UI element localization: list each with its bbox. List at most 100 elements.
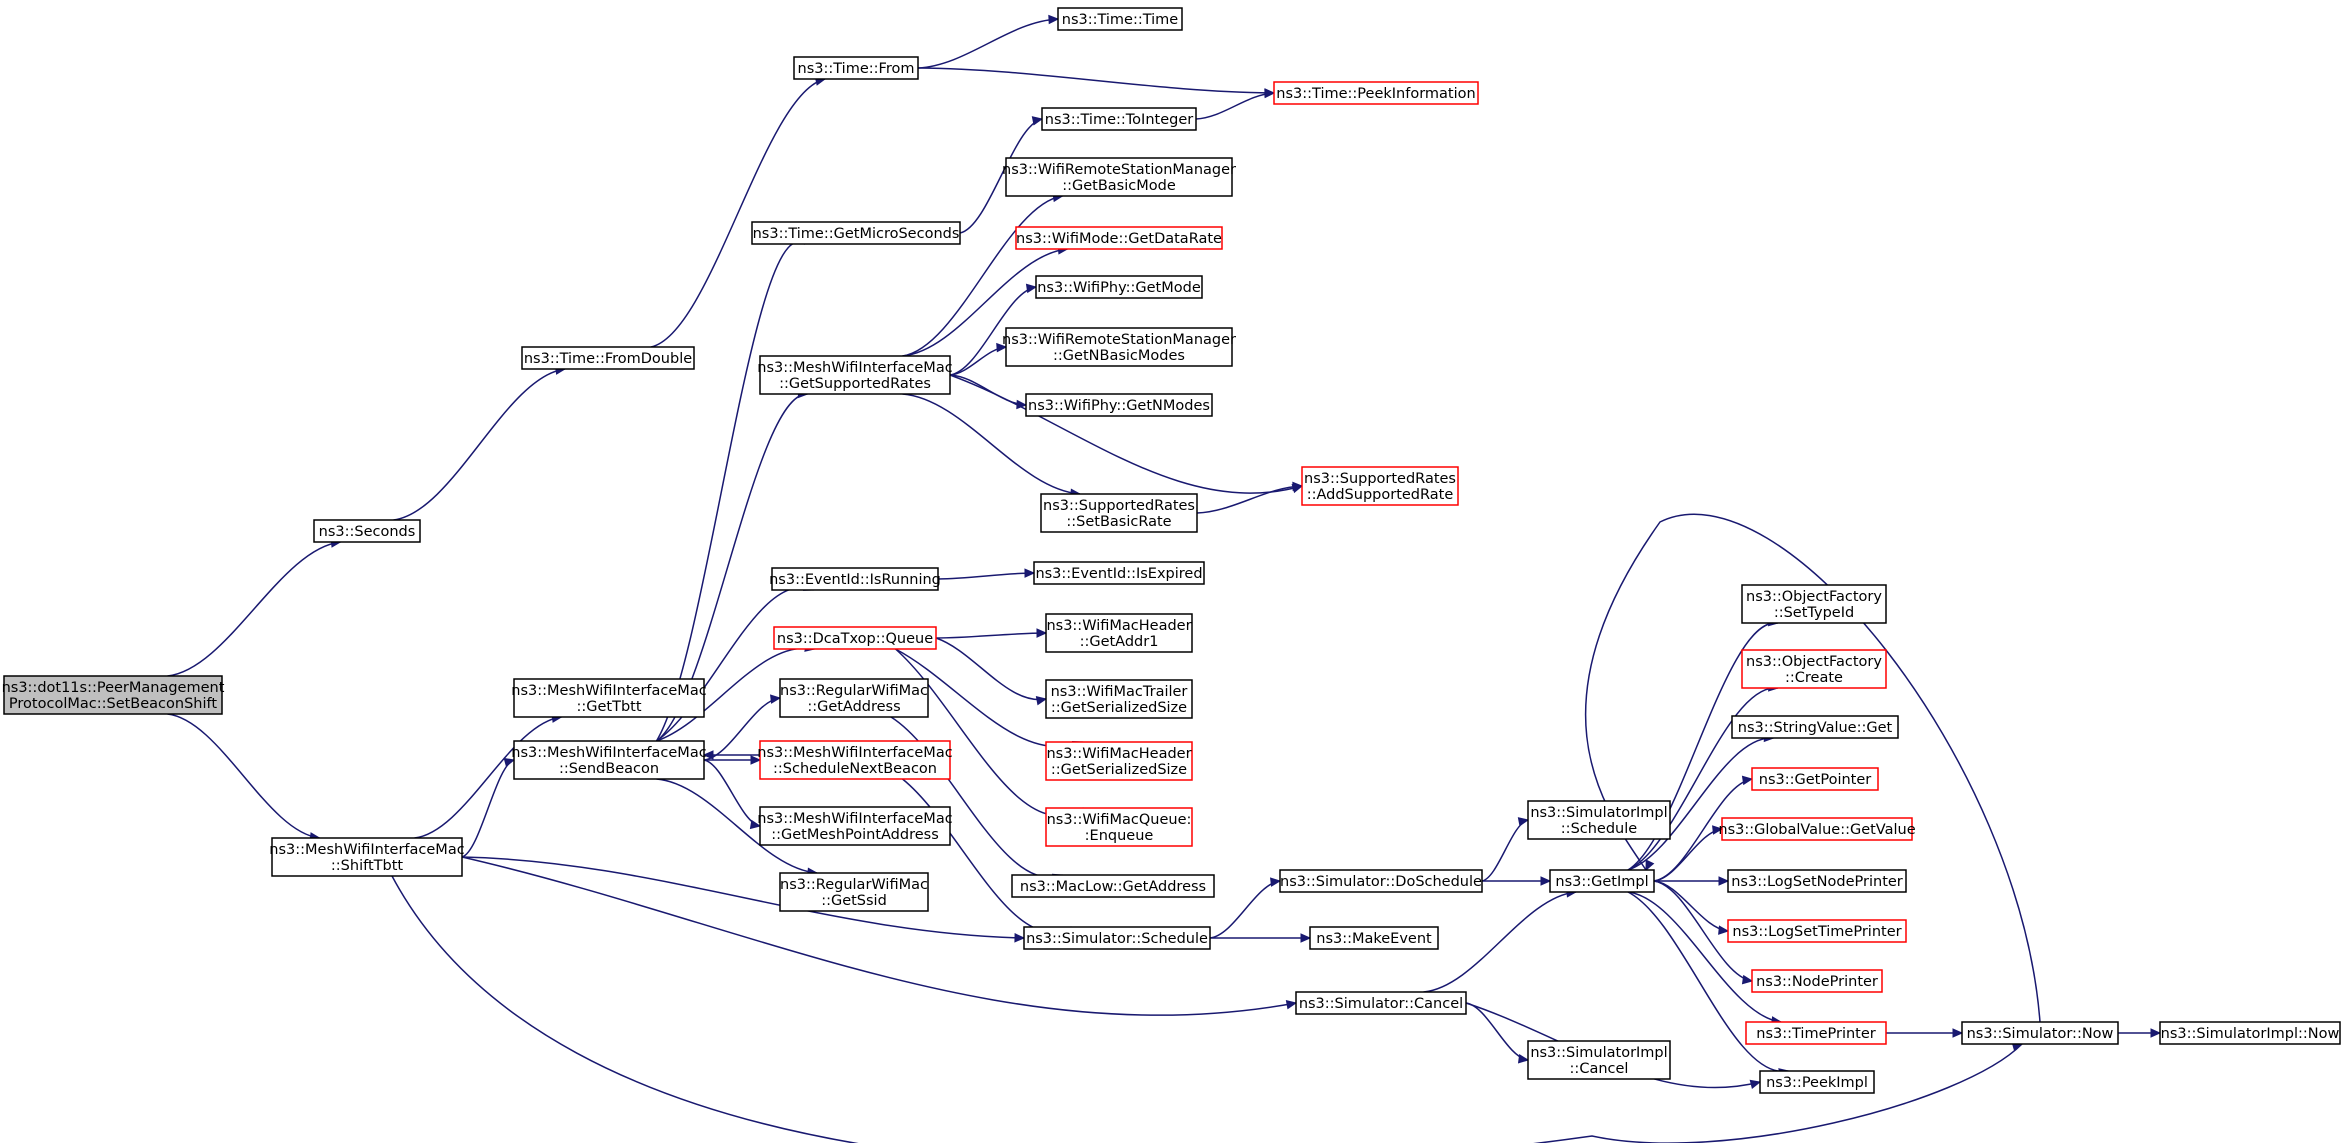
node-box-fromdouble[interactable]: [521, 346, 695, 370]
node-box-wrsmbasicmode[interactable]: [1005, 157, 1233, 197]
node-box-getmeshpt[interactable]: [759, 806, 951, 846]
node-fromdouble[interactable]: ns3::Time::FromDouble: [521, 346, 695, 370]
node-box-getimpl[interactable]: [1549, 869, 1655, 893]
node-box-settypeid[interactable]: [1741, 584, 1887, 624]
node-settypeid[interactable]: ns3::ObjectFactory::SetTypeId: [1741, 584, 1887, 624]
node-box-root[interactable]: [3, 675, 223, 715]
node-doschedule[interactable]: ns3::Simulator::DoSchedule: [1279, 869, 1483, 893]
node-box-lognodeprinter[interactable]: [1727, 869, 1907, 893]
node-simimplsched[interactable]: ns3::SimulatorImpl::Schedule: [1527, 800, 1671, 840]
node-setbasicrate[interactable]: ns3::SupportedRates::SetBasicRate: [1040, 493, 1198, 533]
node-box-headersize[interactable]: [1045, 741, 1193, 781]
node-getaddr1[interactable]: ns3::WifiMacHeader::GetAddr1: [1045, 613, 1193, 653]
node-getmeshpt[interactable]: ns3::MeshWifiInterfaceMac::GetMeshPointA…: [757, 806, 953, 846]
node-wrsmnbasic[interactable]: ns3::WifiRemoteStationManager::GetNBasic…: [1002, 327, 1236, 367]
node-box-simimplsched[interactable]: [1527, 800, 1671, 840]
node-simimplcancel[interactable]: ns3::SimulatorImpl::Cancel: [1527, 1040, 1671, 1080]
node-sendbeacon[interactable]: ns3::MeshWifiInterfaceMac::SendBeacon: [511, 740, 707, 780]
node-shifttbtt[interactable]: ns3::MeshWifiInterfaceMac::ShiftTbtt: [269, 837, 465, 877]
node-box-makeevent[interactable]: [1309, 926, 1439, 950]
node-peekimpl[interactable]: ns3::PeekImpl: [1759, 1070, 1875, 1094]
node-box-gettbtt[interactable]: [513, 678, 705, 718]
node-getimpl[interactable]: ns3::GetImpl: [1549, 869, 1655, 893]
node-getpointer[interactable]: ns3::GetPointer: [1751, 767, 1879, 791]
node-simcancel[interactable]: ns3::Simulator::Cancel: [1295, 991, 1467, 1015]
node-nodeprinter[interactable]: ns3::NodePrinter: [1751, 969, 1883, 993]
node-simnow[interactable]: ns3::Simulator::Now: [1961, 1021, 2119, 1045]
node-box-phygetmode[interactable]: [1035, 275, 1203, 299]
node-box-sendbeacon[interactable]: [513, 740, 705, 780]
node-box-trailersize[interactable]: [1045, 679, 1193, 719]
node-box-getsupported[interactable]: [759, 355, 951, 395]
node-dcaqueue[interactable]: ns3::DcaTxop::Queue: [773, 626, 937, 650]
node-box-rwmgetaddr[interactable]: [779, 678, 929, 718]
node-box-nodeprinter[interactable]: [1751, 969, 1883, 993]
node-gvgetvalue[interactable]: ns3::GlobalValue::GetValue: [1718, 817, 1916, 841]
node-box-simnow[interactable]: [1961, 1021, 2119, 1045]
node-box-addsupported[interactable]: [1301, 466, 1459, 506]
node-gettbtt[interactable]: ns3::MeshWifiInterfaceMac::GetTbtt: [511, 678, 707, 718]
node-isrunning[interactable]: ns3::EventId::IsRunning: [769, 567, 941, 591]
node-lognodeprinter[interactable]: ns3::LogSetNodePrinter: [1727, 869, 1907, 893]
node-simschedule[interactable]: ns3::Simulator::Schedule: [1023, 926, 1211, 950]
node-box-ofcreate[interactable]: [1741, 649, 1887, 689]
node-box-doschedule[interactable]: [1279, 869, 1483, 893]
node-box-seconds[interactable]: [313, 519, 421, 543]
node-box-getaddr1[interactable]: [1045, 613, 1193, 653]
node-enqueue[interactable]: ns3::WifiMacQueue::Enqueue: [1045, 807, 1193, 847]
node-box-svget[interactable]: [1731, 715, 1899, 739]
node-box-timefrom[interactable]: [793, 56, 919, 80]
node-box-getpointer[interactable]: [1751, 767, 1879, 791]
node-box-wrsmnbasic[interactable]: [1005, 327, 1233, 367]
node-box-getdatarate[interactable]: [1015, 226, 1223, 250]
node-box-setbasicrate[interactable]: [1040, 493, 1198, 533]
node-logtimeprinter[interactable]: ns3::LogSetTimePrinter: [1727, 919, 1907, 943]
node-isexpired[interactable]: ns3::EventId::IsExpired: [1033, 561, 1205, 585]
node-rwmgetaddr[interactable]: ns3::RegularWifiMac::GetAddress: [779, 678, 929, 718]
node-schednext[interactable]: ns3::MeshWifiInterfaceMac::ScheduleNextB…: [757, 740, 953, 780]
node-wrsmbasicmode[interactable]: ns3::WifiRemoteStationManager::GetBasicM…: [1002, 157, 1236, 197]
node-phygetnmodes[interactable]: ns3::WifiPhy::GetNModes: [1025, 393, 1213, 417]
node-box-enqueue[interactable]: [1045, 807, 1193, 847]
node-phygetmode[interactable]: ns3::WifiPhy::GetMode: [1035, 275, 1203, 299]
node-getsupported[interactable]: ns3::MeshWifiInterfaceMac::GetSupportedR…: [757, 355, 953, 395]
node-headersize[interactable]: ns3::WifiMacHeader::GetSerializedSize: [1045, 741, 1193, 781]
node-timetime[interactable]: ns3::Time::Time: [1057, 7, 1183, 31]
node-trailersize[interactable]: ns3::WifiMacTrailer::GetSerializedSize: [1045, 679, 1193, 719]
node-timeprinter[interactable]: ns3::TimePrinter: [1745, 1021, 1887, 1045]
node-box-timeprinter[interactable]: [1745, 1021, 1887, 1045]
node-ofcreate[interactable]: ns3::ObjectFactory::Create: [1741, 649, 1887, 689]
node-box-simcancel[interactable]: [1295, 991, 1467, 1015]
node-box-logtimeprinter[interactable]: [1727, 919, 1907, 943]
node-root[interactable]: ns3::dot11s::PeerManagementProtocolMac::…: [2, 675, 225, 715]
node-box-simschedule[interactable]: [1023, 926, 1211, 950]
node-tointeger[interactable]: ns3::Time::ToInteger: [1041, 107, 1197, 131]
node-box-shifttbtt[interactable]: [271, 837, 463, 877]
node-getssid[interactable]: ns3::RegularWifiMac::GetSsid: [779, 872, 929, 912]
node-box-simimplcancel[interactable]: [1527, 1040, 1671, 1080]
node-box-phygetnmodes[interactable]: [1025, 393, 1213, 417]
node-box-maclowaddr[interactable]: [1011, 874, 1215, 898]
node-maclowaddr[interactable]: ns3::MacLow::GetAddress: [1011, 874, 1215, 898]
node-box-schednext[interactable]: [759, 740, 951, 780]
node-box-tointeger[interactable]: [1041, 107, 1197, 131]
node-box-getssid[interactable]: [779, 872, 929, 912]
node-box-peekimpl[interactable]: [1759, 1070, 1875, 1094]
node-getdatarate[interactable]: ns3::WifiMode::GetDataRate: [1015, 226, 1223, 250]
node-timefrom[interactable]: ns3::Time::From: [793, 56, 919, 80]
node-simimplnow[interactable]: ns3::SimulatorImpl::Now: [2159, 1021, 2341, 1045]
node-box-isexpired[interactable]: [1033, 561, 1205, 585]
node-box-gvgetvalue[interactable]: [1721, 817, 1913, 841]
node-box-getmicro[interactable]: [751, 221, 961, 245]
node-addsupported[interactable]: ns3::SupportedRates::AddSupportedRate: [1301, 466, 1459, 506]
node-box-peekinfo[interactable]: [1273, 81, 1479, 105]
node-box-timetime[interactable]: [1057, 7, 1183, 31]
node-seconds[interactable]: ns3::Seconds: [313, 519, 421, 543]
node-peekinfo[interactable]: ns3::Time::PeekInformation: [1273, 81, 1479, 105]
node-box-simimplnow[interactable]: [2159, 1021, 2341, 1045]
node-makeevent[interactable]: ns3::MakeEvent: [1309, 926, 1439, 950]
node-getmicro[interactable]: ns3::Time::GetMicroSeconds: [751, 221, 961, 245]
node-box-isrunning[interactable]: [771, 567, 939, 591]
node-box-dcaqueue[interactable]: [773, 626, 937, 650]
node-svget[interactable]: ns3::StringValue::Get: [1731, 715, 1899, 739]
